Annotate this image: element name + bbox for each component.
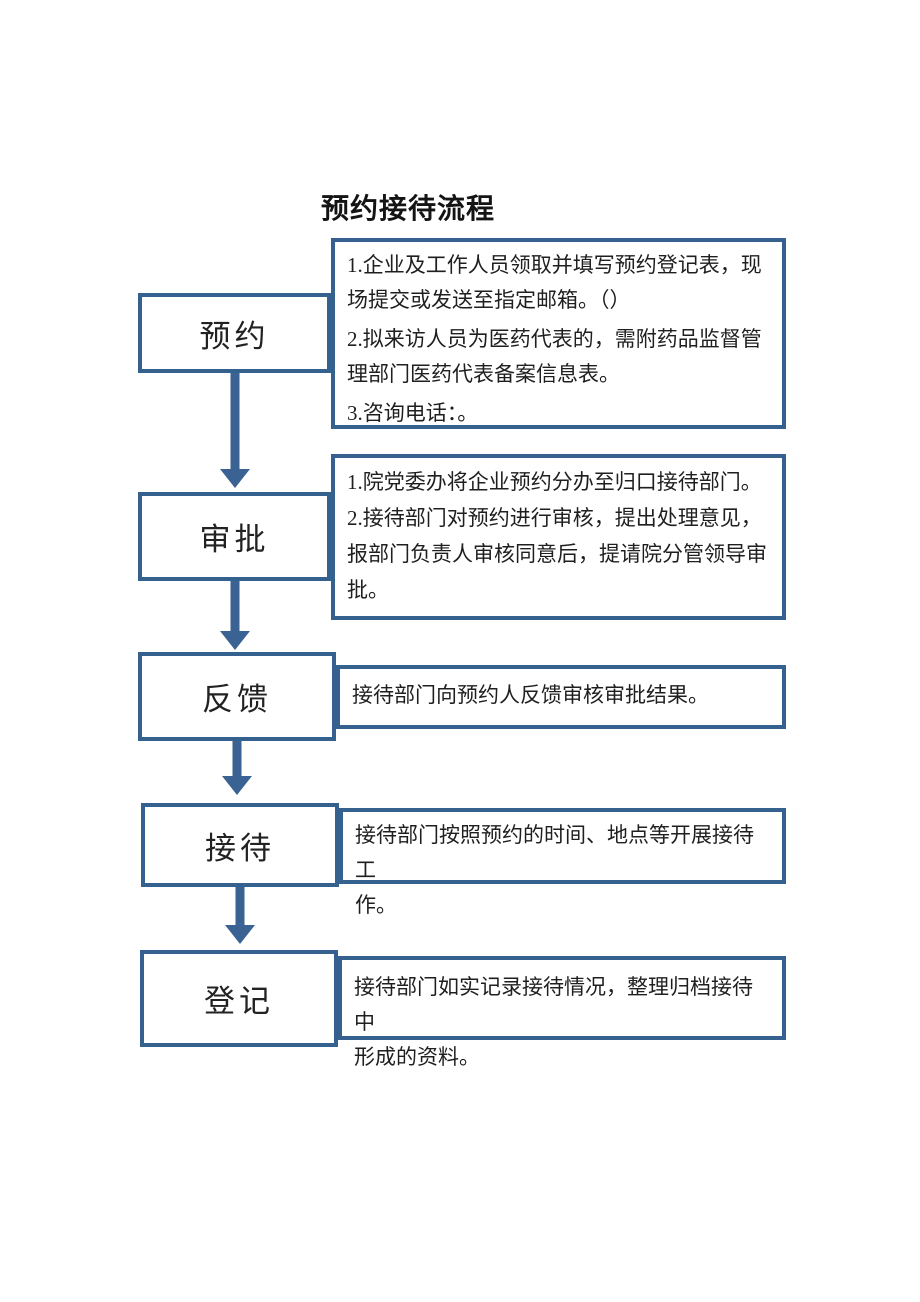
flow-step-box-reception: 接待	[141, 803, 339, 887]
arrow-stem	[232, 741, 242, 777]
down-arrow-icon	[222, 741, 252, 795]
flow-step-label: 接待	[205, 830, 275, 866]
description-paragraph: 1.企业及工作人员领取并填写预约登记表，现 场提交或发送至指定邮箱。（）	[347, 253, 762, 312]
description-paragraph: 接待部门如实记录接待情况，整理归档接待中 形成的资料。	[354, 975, 753, 1069]
arrow-head	[220, 631, 250, 650]
flow-step-description-appointment: 1.企业及工作人员领取并填写预约登记表，现 场提交或发送至指定邮箱。（） 2.拟…	[331, 238, 786, 429]
arrow-head	[225, 925, 255, 944]
description-paragraph: 接待部门按照预约的时间、地点等开展接待工 作。	[355, 823, 754, 917]
arrow-stem	[235, 887, 245, 926]
arrow-head	[222, 776, 252, 795]
flow-step-box-approval: 审批	[138, 492, 331, 581]
arrow-head	[220, 469, 250, 488]
description-paragraph: 2.接待部门对预约进行审核，提出处理意见， 报部门负责人审核同意后，提请院分管领…	[347, 506, 767, 602]
flow-step-label: 审批	[199, 522, 270, 557]
flow-step-label: 预约	[199, 318, 270, 354]
description-paragraph: 1.院党委办将企业预约分办至归口接待部门。	[347, 470, 762, 494]
description-paragraph: 接待部门向预约人反馈审核审批结果。	[352, 682, 709, 707]
flow-step-label: 登记	[204, 984, 274, 1019]
down-arrow-icon	[220, 581, 250, 650]
flow-step-description-registration: 接待部门如实记录接待情况，整理归档接待中 形成的资料。	[338, 956, 786, 1069]
flow-step-box-appointment: 预约	[138, 293, 331, 373]
arrow-stem	[230, 581, 240, 632]
flow-step-description-reception: 接待部门按照预约的时间、地点等开展接待工 作。	[339, 808, 786, 917]
flow-step-label: 反馈	[202, 682, 272, 717]
page-title: 预约接待流程	[321, 193, 496, 224]
flow-step-box-registration: 登记	[140, 950, 338, 1047]
down-arrow-icon	[225, 887, 255, 944]
down-arrow-icon	[220, 373, 250, 488]
flow-step-box-feedback: 反馈	[138, 652, 336, 741]
description-paragraph: 2.拟来访人员为医药代表的，需附药品监督管 理部门医药代表备案信息表。	[347, 327, 762, 386]
arrow-stem	[230, 373, 240, 470]
description-paragraph: 3.咨询电话：。	[347, 401, 479, 425]
flow-step-description-approval: 1.院党委办将企业预约分办至归口接待部门。 2.接待部门对预约进行审核，提出处理…	[331, 454, 786, 620]
flow-step-description-feedback: 接待部门向预约人反馈审核审批结果。	[336, 665, 786, 729]
